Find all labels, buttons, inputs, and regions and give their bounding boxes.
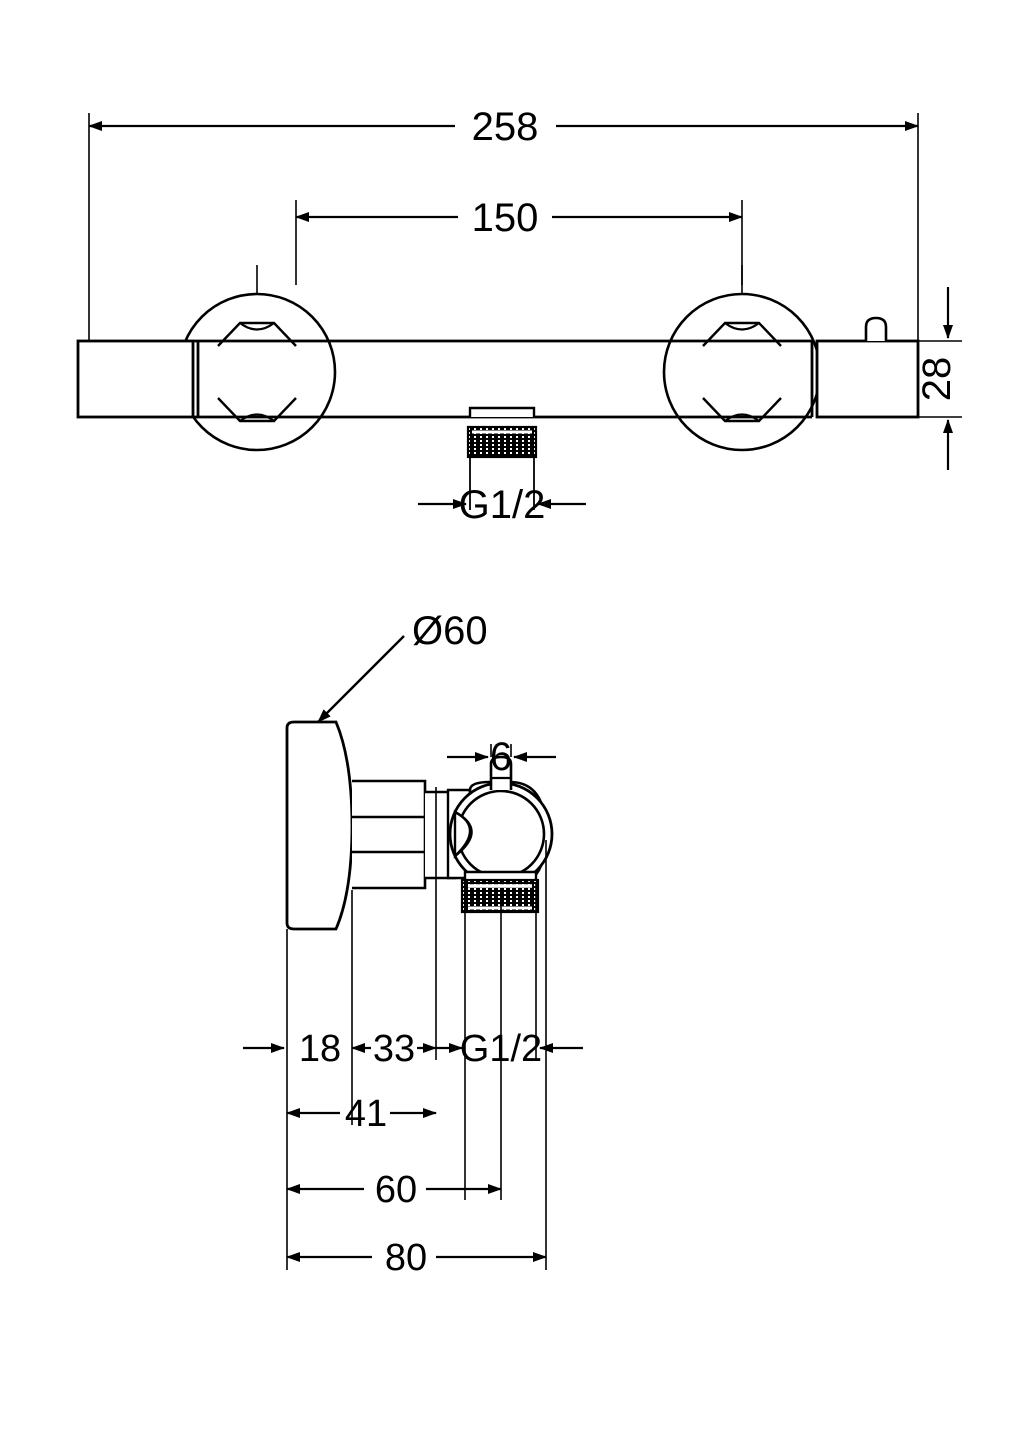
mixer-nub	[864, 316, 888, 341]
side-outlet-thread	[460, 870, 540, 914]
dimension-label-overall-width: 258	[472, 105, 539, 149]
dimension-label-depth-41: 41	[345, 1093, 387, 1135]
side-view-extension-lines	[286, 787, 547, 1270]
extension-line-28	[918, 340, 962, 418]
dimension-label-tab-width: 6	[490, 735, 512, 779]
left-end-cap	[76, 339, 195, 419]
dimension-label-depth-33: 33	[373, 1028, 415, 1070]
dimension-label-depth-18: 18	[299, 1028, 341, 1070]
dimension-label-outlet-thread-top: G1/2	[459, 483, 546, 527]
leader-line-diameter60	[317, 635, 405, 723]
right-rosette	[662, 265, 822, 452]
dimension-label-depth-80: 80	[385, 1237, 427, 1279]
right-end-cap	[815, 339, 920, 419]
dimension-label-rosette-diameter: Ø60	[412, 609, 488, 653]
valve-body-ring	[446, 780, 554, 888]
dimension-label-outlet-thread-side: G1/2	[460, 1028, 542, 1070]
left-rosette	[177, 265, 337, 452]
handle-cap	[285, 720, 354, 931]
mixer-bar-body	[76, 316, 920, 419]
bottom-outlet-assembly	[466, 406, 538, 510]
top-tab	[489, 744, 513, 790]
dimension-label-body-height: 28	[915, 357, 959, 402]
dimension-label-center-distance: 150	[472, 196, 539, 240]
dimension-label-depth-60: 60	[375, 1169, 417, 1211]
handle-neck	[352, 779, 457, 890]
